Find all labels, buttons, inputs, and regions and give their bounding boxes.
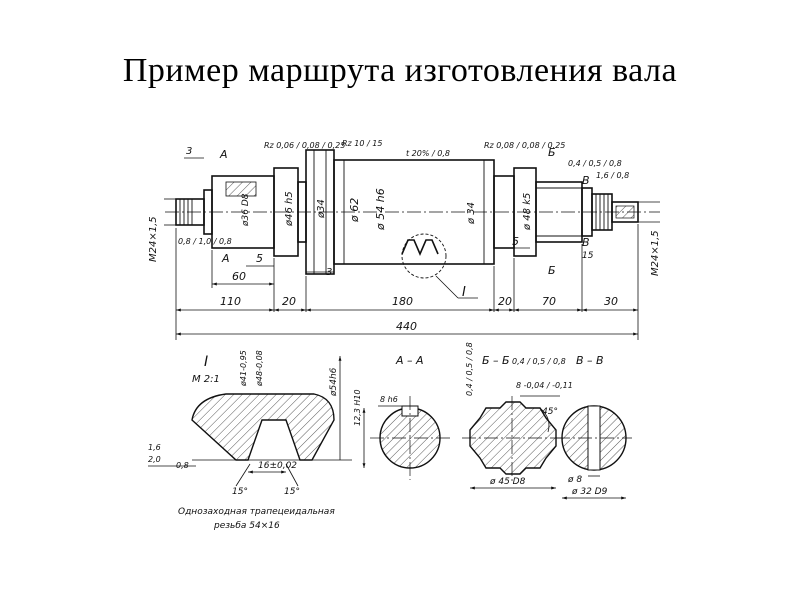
slide-title: Пример маршрута изготовления вала	[122, 52, 678, 89]
dia-34: ø34	[316, 199, 327, 219]
detail-angle-1: 15°	[232, 487, 248, 497]
dim-3a: 3	[186, 146, 192, 157]
detail-dim-41: ø41-0,95	[239, 350, 248, 387]
rough-5: 0,4 / 0,5 / 0,8	[568, 159, 622, 168]
mark-a-top: А	[219, 148, 228, 161]
section-vv-title: В – В	[576, 354, 604, 367]
dim-110: 110	[220, 295, 241, 308]
thread-right: M24×1,5	[650, 230, 661, 276]
detail-caption-2: резьба 54×16	[213, 521, 280, 531]
section-aa-dim2: 8 h6	[380, 395, 398, 404]
detail-rough-2: 2,0	[148, 455, 161, 464]
mark-a-bottom: А	[221, 252, 230, 265]
dia-62: ø 62	[348, 198, 361, 223]
rough-4: Rz 0,08 / 0,08 / 0,25	[484, 141, 565, 150]
section-aa-title: А – А	[395, 354, 424, 367]
section-bb-rough1: 0,4 / 0,5 / 0,8	[465, 342, 474, 396]
dia-36-d8: ø36 D8	[241, 193, 251, 227]
main-view: 110 20 180 20 70 30 440 60 5 5 3 3 15 ø3…	[148, 139, 661, 340]
dia-54-h6: ø 54 h6	[374, 188, 387, 231]
section-vv-dim2: ø 32 D9	[571, 487, 608, 497]
detail-rough-3: 0,8	[176, 461, 189, 470]
detail-title: I	[204, 354, 208, 370]
section-bb-dia: ø 45 D8	[489, 477, 526, 487]
section-vv-dim1: ø 8	[567, 475, 582, 485]
keyway-a	[225, 181, 257, 197]
detail-angle-2: 15°	[284, 487, 300, 497]
dim-60: 60	[232, 270, 246, 283]
detail-mark: I	[462, 285, 466, 300]
section-bb-angle: 45°	[542, 407, 558, 417]
dim-15: 15	[582, 251, 594, 261]
dim-3b: 3	[326, 267, 332, 278]
dim-70: 70	[542, 295, 556, 308]
rough-6: 1,6 / 0,8	[596, 171, 629, 180]
dim-5a: 5	[256, 252, 263, 265]
detail-dim-54: ø54h6	[329, 367, 339, 397]
detail-caption-1: Однозаходная трапецеидальная	[178, 507, 335, 517]
detail-scale: M 2:1	[192, 374, 220, 385]
dia-34b: ø 34	[466, 202, 477, 225]
detail-i: I M 2:1 16±0,02 15° 15° ø41-0,95 ø48-0,0…	[148, 350, 352, 531]
detail-rough-1: 1,6	[148, 443, 161, 452]
section-v-v: В – В ø 8 ø 32 D9	[556, 354, 632, 500]
mark-v-top: В	[582, 174, 590, 187]
section-b-b: Б – Б ø 45 D8 0,4 / 0,5 / 0,8 0,4 / 0,5 …	[462, 342, 573, 490]
dim-5b: 5	[512, 235, 519, 248]
rough-1: Rz 0,06 / 0,08 / 0,25	[264, 141, 345, 150]
detail-dim-16: 16±0,02	[258, 461, 297, 471]
thread-left: M24×1,5	[148, 216, 159, 262]
mark-b-bottom: Б	[548, 264, 556, 277]
dia-46-h5: ø46 h5	[284, 191, 295, 227]
section-aa-dim1: 12,3 H10	[353, 389, 362, 426]
dia-48-k5: ø 48 k5	[522, 193, 533, 231]
detail-dim-48: ø48-0,08	[255, 350, 264, 387]
dim-30: 30	[604, 295, 618, 308]
section-bb-dim8: 8 -0,04 / -0,11	[516, 381, 573, 390]
dim-440: 440	[396, 320, 417, 333]
rough-3: t 20% / 0,8	[406, 149, 450, 158]
dim-20a: 20	[282, 295, 296, 308]
detail-i-circle	[401, 233, 447, 279]
mark-b-top: Б	[548, 146, 556, 159]
section-a-a: А – А 12,3 H10 8 h6	[353, 354, 450, 480]
dim-180: 180	[392, 295, 413, 308]
dim-20b: 20	[498, 295, 512, 308]
rough-2: Rz 10 / 15	[342, 139, 382, 148]
thread-profile	[401, 239, 439, 257]
thread-tooth-section	[191, 393, 335, 461]
rough-7: 0,8 / 1,0 / 0,8	[178, 237, 232, 246]
section-bb-rough2: 0,4 / 0,5 / 0,8	[512, 357, 566, 366]
section-bb-title: Б – Б	[482, 354, 510, 367]
mark-v-bottom: В	[582, 236, 590, 249]
